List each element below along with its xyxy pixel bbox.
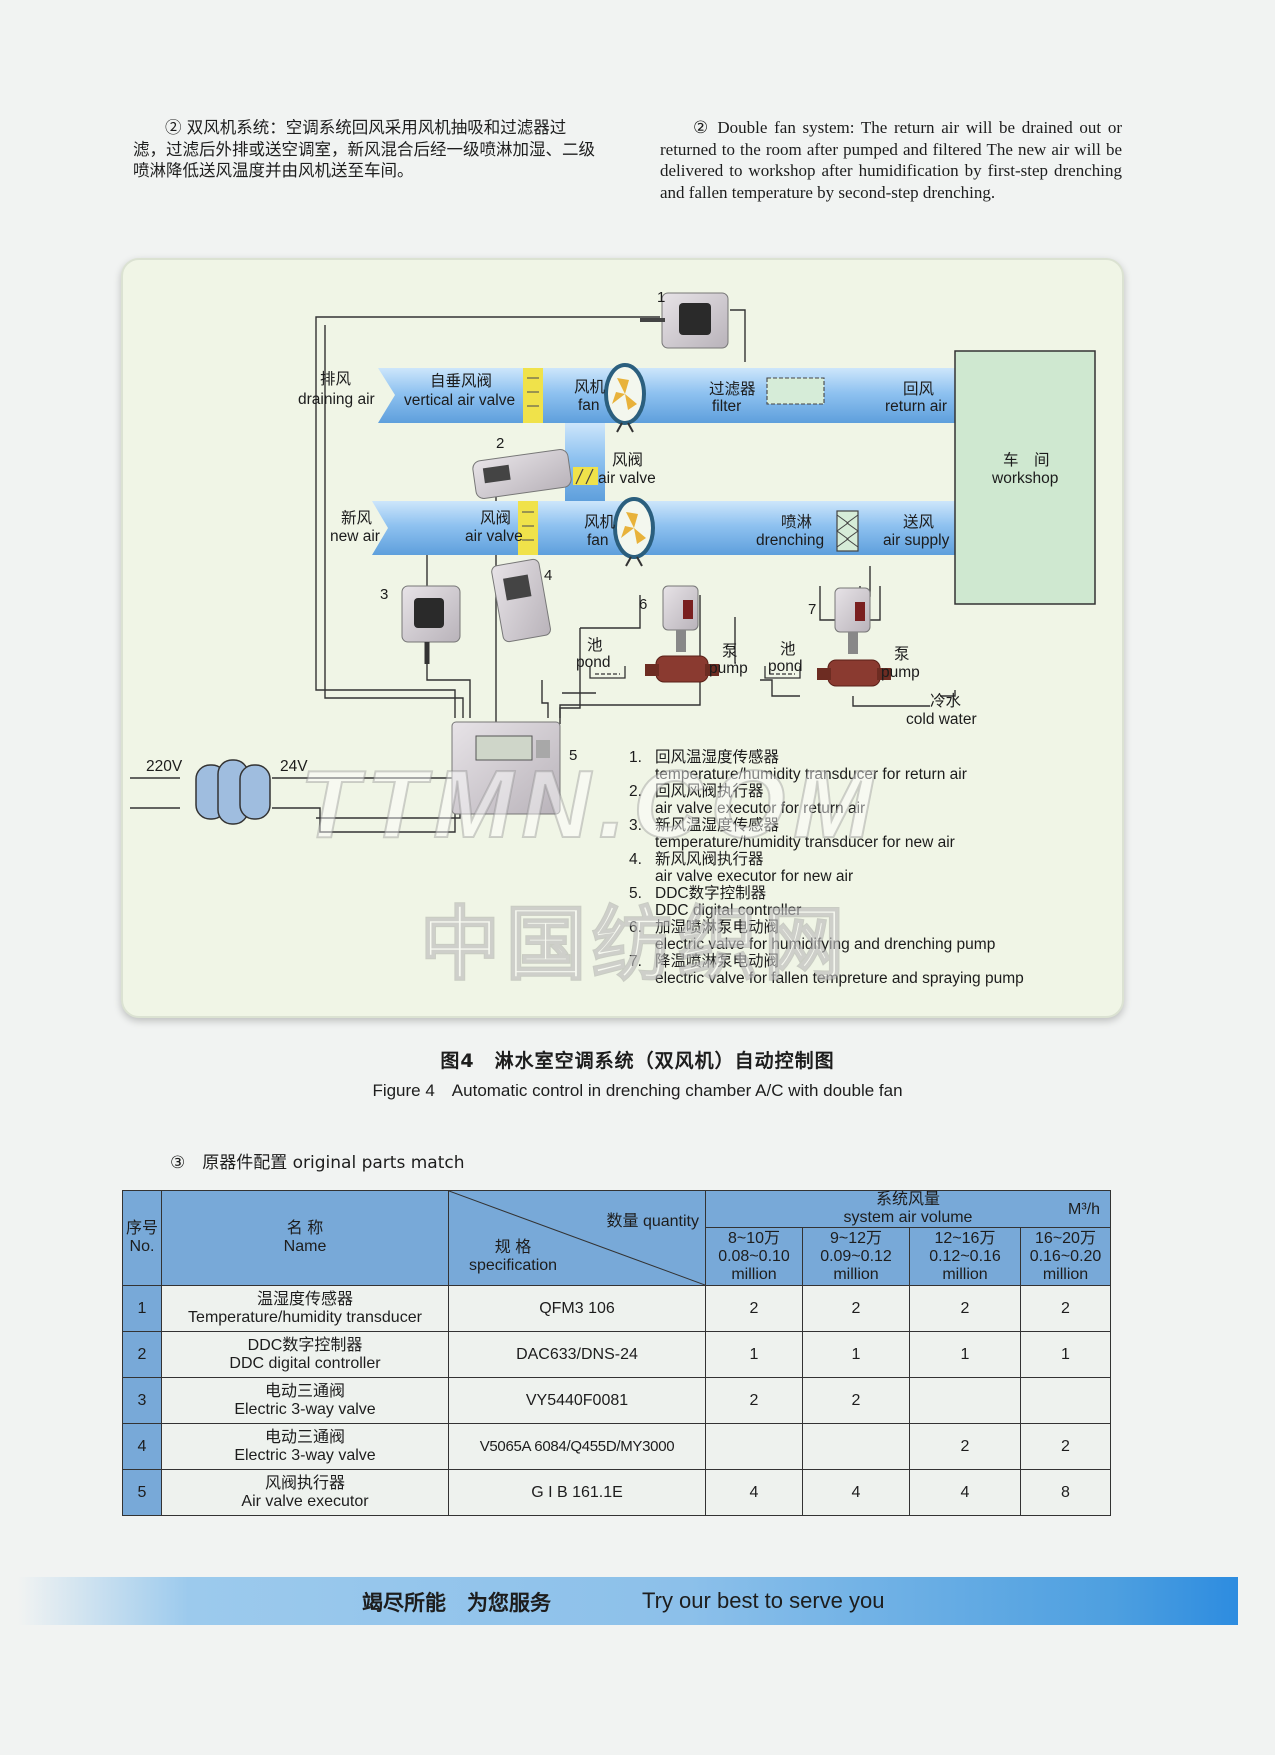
figure-caption-en: Figure 4 Automatic control in drenching … <box>372 1081 903 1100</box>
intro-paragraph-en: ② Double fan system: The return air will… <box>660 118 1122 202</box>
footer-slogan-cn: 竭尽所能 为您服务 <box>362 1591 551 1615</box>
footer-slogan-en: Try our best to serve you <box>642 1588 885 1613</box>
section-title: ③ 原器件配置 original parts match <box>170 1153 465 1173</box>
footer-band <box>18 1577 1238 1625</box>
intro-paragraph-cn: ② 双风机系统：空调系统回风采用风机抽吸和过滤器过滤，过滤后外排或送空调室，新风… <box>133 118 595 180</box>
header-unit: M³/h <box>1068 1201 1100 1218</box>
header-quantity: 数量 quantity <box>606 1213 700 1230</box>
figure-caption-cn: 图4 淋水室空调系统（双风机）自动控制图 <box>440 1050 835 1072</box>
